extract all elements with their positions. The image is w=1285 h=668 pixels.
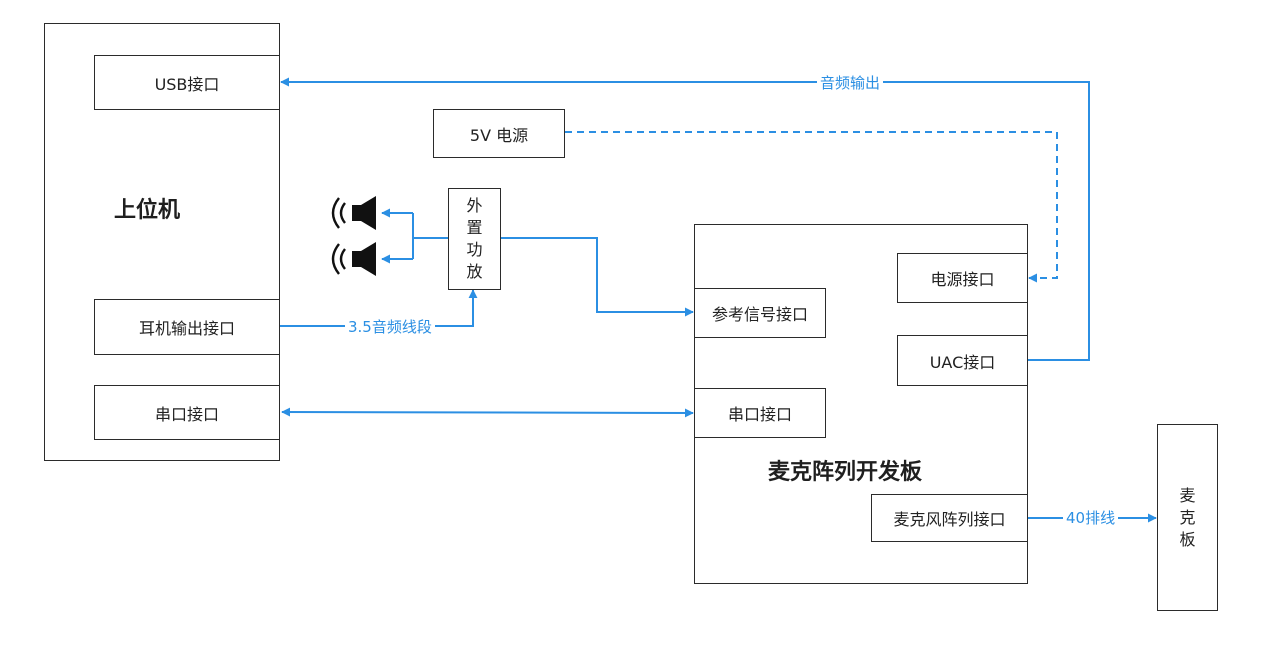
wire-reference xyxy=(501,237,694,317)
amplifier-char: 置 xyxy=(466,218,483,237)
mic-board-char: 克 xyxy=(1179,507,1196,527)
label-audio-output: 音频输出 xyxy=(817,74,884,92)
label-audio-cable: 3.5音频线段 xyxy=(345,318,435,336)
external-amplifier: 外 置 功 放 xyxy=(448,188,501,290)
host-headphone-port: 耳机输出接口 xyxy=(94,299,280,355)
board-reference-port: 参考信号接口 xyxy=(694,288,826,338)
board-power-port: 电源接口 xyxy=(897,253,1028,303)
speaker-icon xyxy=(331,196,376,230)
mic-board-char: 麦 xyxy=(1179,485,1196,505)
wire-audio-cable xyxy=(279,289,478,327)
host-serial-port: 串口接口 xyxy=(94,385,280,440)
wire-serial xyxy=(281,407,694,418)
mic-board: 麦 克 板 xyxy=(1157,424,1218,611)
board-mic-array-port: 麦克风阵列接口 xyxy=(871,494,1028,542)
wire-audio-output xyxy=(280,77,1090,361)
host-usb-port: USB接口 xyxy=(94,55,280,110)
speaker-icon xyxy=(331,242,376,276)
amplifier-char: 放 xyxy=(466,262,483,281)
host-title: 上位机 xyxy=(114,198,181,223)
mic-board-char: 板 xyxy=(1179,529,1196,549)
power-supply: 5V 电源 xyxy=(433,109,565,158)
wire-power xyxy=(565,131,1058,283)
board-title: 麦克阵列开发板 xyxy=(768,460,923,485)
label-ribbon: 40排线 xyxy=(1063,509,1119,527)
amplifier-char: 外 xyxy=(466,196,483,215)
board-uac-port: UAC接口 xyxy=(897,335,1028,386)
board-serial-port: 串口接口 xyxy=(694,388,826,438)
amplifier-char: 功 xyxy=(466,240,483,259)
